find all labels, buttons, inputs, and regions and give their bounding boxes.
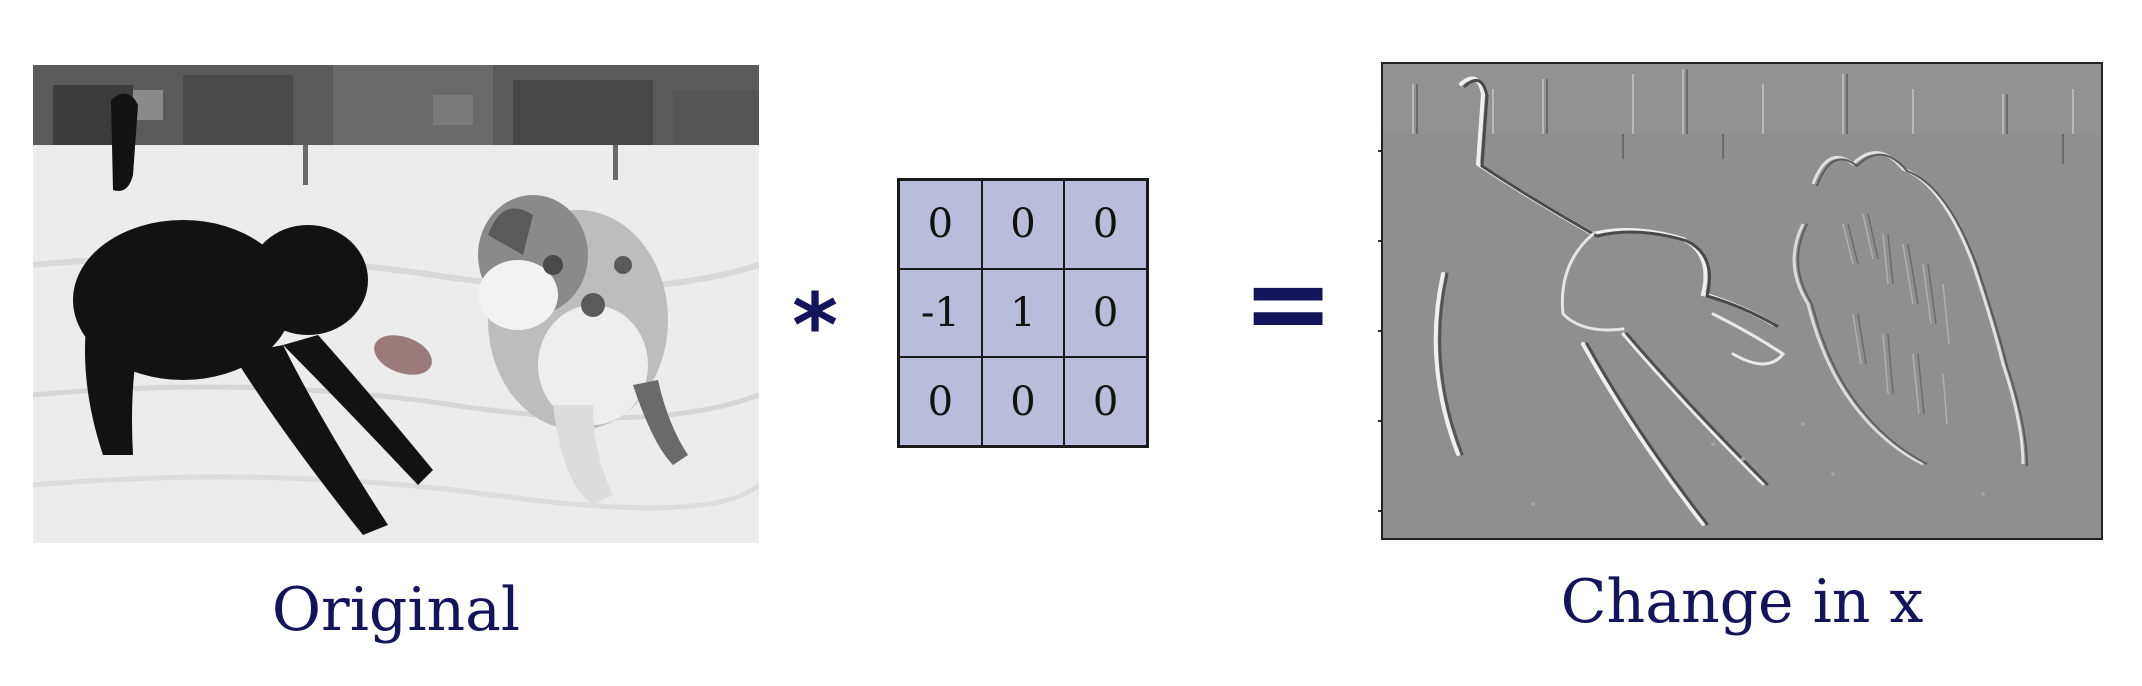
original-dogs-photo xyxy=(33,65,759,543)
change-in-x-caption: Change in x xyxy=(1560,567,1924,637)
change-in-x-edge-map xyxy=(1381,62,2103,540)
kernel-cell: 0 xyxy=(1064,180,1147,269)
kernel-cell: 0 xyxy=(981,180,1065,269)
kernel-cell: 0 xyxy=(899,357,982,446)
kernel-cell: 0 xyxy=(899,180,982,269)
edge-axis-tick xyxy=(1378,330,1383,332)
kernel-cell: 0 xyxy=(1064,268,1147,358)
edge-axis-tick xyxy=(1378,240,1383,242)
edge-axis-tick xyxy=(1378,420,1383,422)
kernel-cell: 1 xyxy=(981,268,1065,358)
kernel-grid: 0 0 0 -1 1 0 0 0 0 xyxy=(897,178,1149,448)
edge-map-image xyxy=(1383,64,2101,538)
kernel-cell: 0 xyxy=(1064,357,1147,446)
edge-axis-tick xyxy=(1378,150,1383,152)
kernel-cell: -1 xyxy=(899,268,982,358)
convolution-operator: * xyxy=(792,274,839,377)
equals-operator: = xyxy=(1242,239,1335,367)
original-caption: Original xyxy=(271,575,521,645)
edge-axis-tick xyxy=(1378,510,1383,512)
dogs-in-snow-image xyxy=(33,65,759,543)
kernel-cell: 0 xyxy=(981,357,1065,446)
